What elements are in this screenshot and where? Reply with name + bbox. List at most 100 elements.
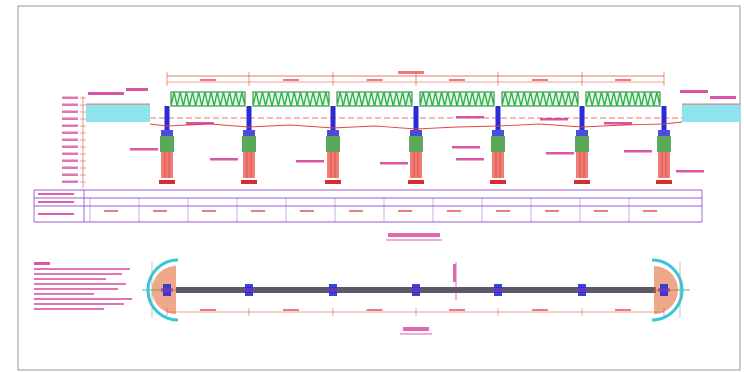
elevation-view (62, 71, 740, 188)
pile-group-2 (243, 152, 255, 178)
level-scale-label (62, 166, 78, 169)
span-dimension-label (283, 79, 299, 81)
ground-line (149, 121, 683, 130)
pile-group-1 (161, 152, 173, 178)
truss-web-4 (419, 91, 495, 107)
note-line (34, 293, 94, 295)
overall-dimension-label (398, 71, 424, 74)
plan-span-label (449, 309, 465, 311)
span-dimension-label (532, 79, 548, 81)
plan-pier-cap (161, 288, 173, 292)
plan-span-label (283, 309, 299, 311)
pile-group-4 (410, 152, 422, 178)
plan-marker-label (453, 264, 456, 282)
plan-span-label (532, 309, 548, 311)
plan-span-label (200, 309, 216, 311)
truss-web-5 (501, 91, 579, 107)
table-cell-value (447, 210, 461, 212)
plan-pier-cap (410, 288, 422, 292)
well-footing-6 (575, 136, 589, 152)
elevation-caption (386, 233, 442, 241)
left-level-label (126, 88, 148, 91)
level-scale-label (62, 180, 78, 183)
plan-caption (400, 327, 432, 335)
level-scale-label (62, 152, 78, 155)
plan-pier-cap (327, 288, 339, 292)
table-cell-value (202, 210, 216, 212)
pile-group-6 (576, 152, 588, 178)
pile-tip-7 (656, 180, 672, 184)
overall-dimension-chain (166, 71, 665, 86)
level-scale-label (62, 145, 78, 148)
pile-group-5 (492, 152, 504, 178)
pier-cap-1 (161, 130, 173, 136)
pile-tip-5 (490, 180, 506, 184)
truss-web-6 (585, 91, 661, 107)
table-row-header (38, 213, 74, 215)
table-cell-value (398, 210, 412, 212)
note-line (34, 268, 130, 270)
pier-cap-6 (576, 130, 588, 136)
callout-label (296, 160, 324, 163)
level-scale-label (62, 96, 78, 99)
well-footing-1 (160, 136, 174, 152)
plan-view (142, 258, 690, 322)
span-dimension-label (449, 79, 465, 81)
pier-column-2 (246, 106, 252, 130)
ground-profile (149, 121, 683, 130)
callout-label (456, 116, 484, 119)
level-scale (62, 96, 86, 188)
sheet-frame (17, 5, 741, 371)
pier-columns (150, 106, 682, 184)
right-level-label (710, 96, 736, 99)
pile-group-3 (327, 152, 339, 178)
callout-label (130, 148, 158, 151)
pile-group-7 (658, 152, 670, 178)
well-footing-2 (242, 136, 256, 152)
truss-web-2 (252, 91, 330, 107)
truss-spans (170, 91, 661, 107)
level-scale-label (62, 117, 78, 120)
water-zones (86, 88, 740, 122)
plan-pier-cap (243, 288, 255, 292)
table-cell-value (643, 210, 657, 212)
span-dimension-label (366, 79, 383, 81)
table-cell-value (104, 210, 118, 212)
span-dimension-label (615, 79, 631, 81)
table-cell-value (594, 210, 608, 212)
elevation-title (388, 233, 440, 237)
pier-cap-7 (658, 130, 670, 136)
table-row-header (38, 193, 74, 195)
pier-cap-4 (410, 130, 422, 136)
frame-border (17, 5, 741, 371)
pier-cap-5 (492, 130, 504, 136)
callout-label (380, 162, 408, 165)
pier-column-7 (661, 106, 667, 130)
pier-column-6 (579, 106, 585, 130)
pier-column-5 (495, 106, 501, 130)
notes-heading (34, 262, 50, 265)
callout-label (540, 118, 568, 121)
span-dimension-label (200, 79, 216, 81)
notes-block (34, 262, 132, 310)
level-scale-label (62, 131, 78, 134)
callout-labels (130, 116, 704, 173)
profile-data-table (33, 189, 703, 223)
pier-column-4 (413, 106, 419, 130)
callout-label (452, 146, 480, 149)
well-footing-4 (409, 136, 423, 152)
pile-tip-3 (325, 180, 341, 184)
table-cell-value (496, 210, 510, 212)
left-water-zone (86, 104, 150, 122)
table-cell-value (300, 210, 314, 212)
pile-tip-2 (241, 180, 257, 184)
plan-span-label (615, 309, 631, 311)
well-footing-5 (491, 136, 505, 152)
level-scale-label (62, 103, 78, 106)
callout-label (604, 122, 632, 125)
well-footing-3 (326, 136, 340, 152)
callout-label (624, 150, 652, 153)
pier-column-3 (330, 106, 336, 130)
well-footing-7 (657, 136, 671, 152)
